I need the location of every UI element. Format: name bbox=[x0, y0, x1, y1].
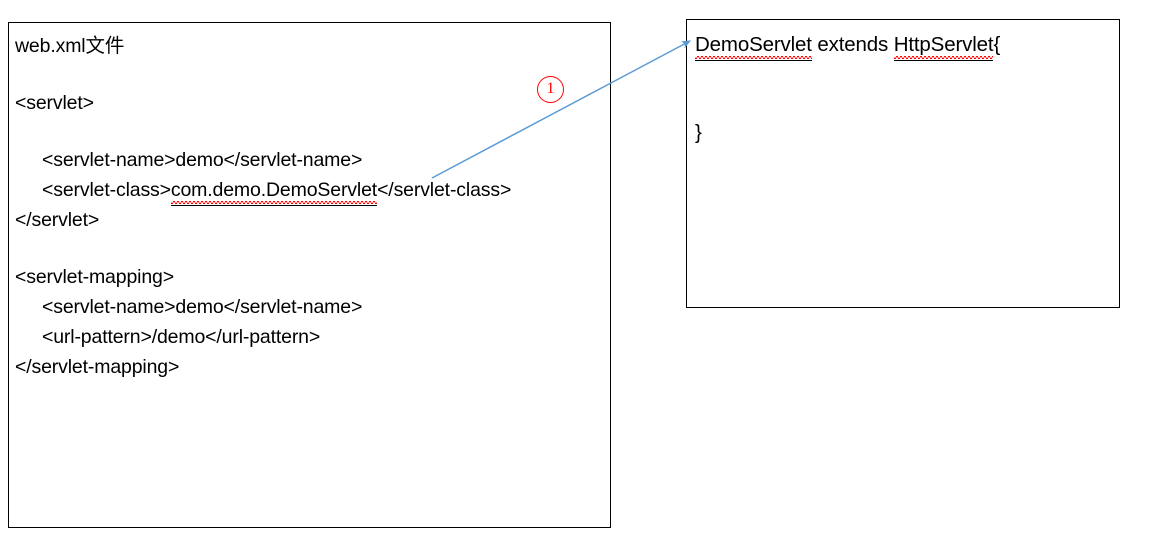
url-pattern-line: <url-pattern>/demo</url-pattern> bbox=[42, 326, 321, 348]
servlet-open-tag-line: <servlet> bbox=[15, 92, 94, 114]
super-class-token: HttpServlet bbox=[893, 30, 994, 61]
webxml-blank-line-3 bbox=[15, 235, 606, 262]
webxml-title-line: web.xml文件 bbox=[15, 35, 125, 57]
callout-marker-1: 1 bbox=[537, 76, 564, 103]
servlet-class-open-tag: <servlet-class> bbox=[42, 179, 171, 201]
webxml-panel: web.xml文件 <servlet> <servlet-name>demo</… bbox=[8, 22, 611, 528]
webxml-blank-line-2 bbox=[15, 118, 606, 145]
webxml-code-block: web.xml文件 <servlet> <servlet-name>demo</… bbox=[15, 31, 606, 382]
servlet-name-line: <servlet-name>demo</servlet-name> bbox=[42, 149, 363, 171]
servlet-class-value: com.demo.DemoServlet bbox=[170, 175, 378, 206]
servlet-close-tag-line: </servlet> bbox=[15, 209, 100, 231]
close-brace-line: } bbox=[695, 121, 702, 144]
servlet-class-close-tag: </servlet-class> bbox=[377, 179, 512, 201]
open-brace: { bbox=[993, 33, 1001, 56]
class-declaration-line: DemoServlet extends HttpServlet{ bbox=[695, 30, 1115, 61]
servlet-class-line: <servlet-class>com.demo.DemoServlet</ser… bbox=[15, 175, 606, 206]
mapping-servlet-name-line: <servlet-name>demo</servlet-name> bbox=[42, 296, 363, 318]
class-name-token: DemoServlet bbox=[695, 30, 812, 61]
servlet-mapping-open-line: <servlet-mapping> bbox=[15, 266, 174, 288]
servlet-code-panel: DemoServlet extends HttpServlet{ } bbox=[686, 19, 1120, 308]
class-body-blank bbox=[695, 60, 1115, 118]
extends-keyword: extends bbox=[811, 33, 894, 56]
webxml-blank-line-1 bbox=[15, 61, 606, 88]
servlet-mapping-close-line: </servlet-mapping> bbox=[15, 356, 180, 378]
servlet-code-block: DemoServlet extends HttpServlet{ } bbox=[695, 30, 1115, 148]
